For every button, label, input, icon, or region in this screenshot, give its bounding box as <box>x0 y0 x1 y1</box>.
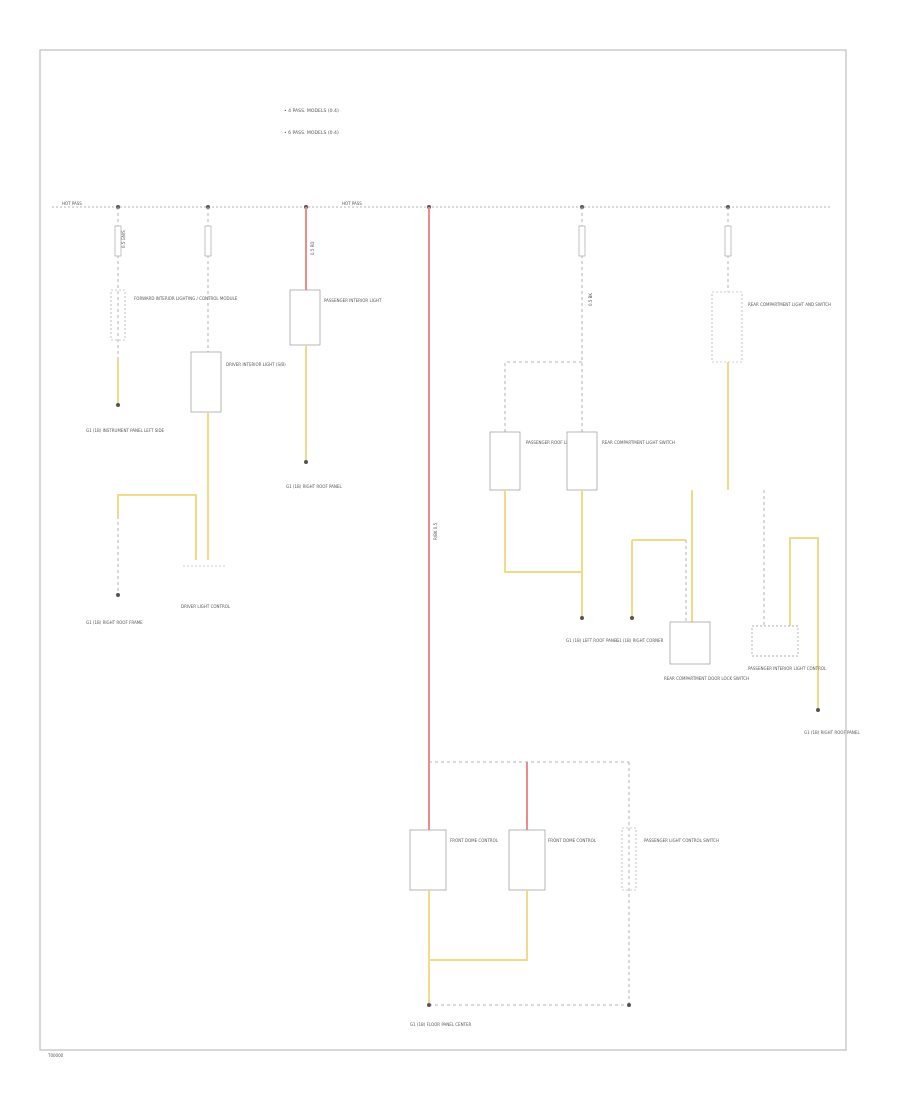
legend-item-2: • 6 PASS. MODELS (0.4) <box>284 130 339 136</box>
circuit-4: 0.5 BK PASSENGER ROOF LIGHT REAR COMPART… <box>489 207 675 643</box>
wire-code-3: 0.5 RD <box>310 242 315 256</box>
wire-code-main: R/BK 0.5 <box>433 522 438 540</box>
circuit-1: 0.5 GN/S FORWARD INTERIOR LIGHTING / CON… <box>86 207 238 433</box>
ground-6: G1 (1B) RIGHT ROOF PANEL <box>804 730 860 735</box>
ground-1: G1 (1B) INSTRUMENT PANEL LEFT SIDE <box>86 428 165 433</box>
component-8: REAR COMPARTMENT LIGHT AND SWITCH <box>748 302 831 307</box>
component-3: DRIVER LIGHT CONTROL <box>181 604 231 609</box>
component-10: FRONT DOME CONTROL <box>548 838 597 843</box>
diagram-frame <box>39 49 847 1051</box>
power-bus: HOT PASS HOT PASS <box>52 201 832 209</box>
rear-compartment: G1 (1B) RIGHT CORNER REAR COMPARTMENT DO… <box>616 207 860 735</box>
ground-5: G1 (1B) RIGHT CORNER <box>616 638 664 643</box>
bus-label-center: HOT PASS <box>342 201 362 206</box>
legend-item-1: • 4 PASS. MODELS (0.4) <box>284 108 339 114</box>
ground-8: G1 (1B) FLOOR PANEL CENTER <box>410 1022 472 1027</box>
component-5: PASSENGER ROOF LIGHT <box>526 440 576 445</box>
wire-code-5: 0.5 BK <box>588 293 593 306</box>
component-4: PASSENGER INTERIOR LIGHT <box>324 298 382 303</box>
component-2: DRIVER INTERIOR LIGHT (S/B) <box>226 362 286 367</box>
component-7: REAR COMPARTMENT DOOR LOCK SWITCH <box>664 676 749 681</box>
lower-branch: FRONT DOME CONTROL FRONT DOME CONTROL PA… <box>409 762 719 1027</box>
bus-label-left: HOT PASS <box>62 201 82 206</box>
component-11: PASSENGER LIGHT CONTROL SWITCH <box>644 838 719 843</box>
footer-code: T00000 <box>47 1053 64 1058</box>
component-6: REAR COMPARTMENT LIGHT SWITCH <box>602 440 675 445</box>
main-feed: R/BK 0.5 <box>428 207 629 763</box>
legend: • 4 PASS. MODELS (0.4) • 6 PASS. MODELS … <box>284 108 339 136</box>
component-12: PASSENGER INTERIOR LIGHT CONTROL <box>748 666 827 671</box>
ground-2: G1 (1B) RIGHT ROOF FRAME <box>86 620 143 625</box>
ground-3: G1 (1B) RIGHT ROOF PANEL <box>286 484 342 489</box>
component-1: FORWARD INTERIOR LIGHTING / CONTROL MODU… <box>134 296 238 301</box>
component-9: FRONT DOME CONTROL <box>450 838 499 843</box>
ground-4: G1 (1B) LEFT ROOF PANEL <box>566 638 619 643</box>
wire-code-1: 0.5 GN/S <box>121 230 126 248</box>
circuit-2: DRIVER INTERIOR LIGHT (S/B) G1 (1B) RIGH… <box>86 207 286 625</box>
circuit-3: 0.5 RD PASSENGER INTERIOR LIGHT G1 (1B) … <box>286 207 382 489</box>
